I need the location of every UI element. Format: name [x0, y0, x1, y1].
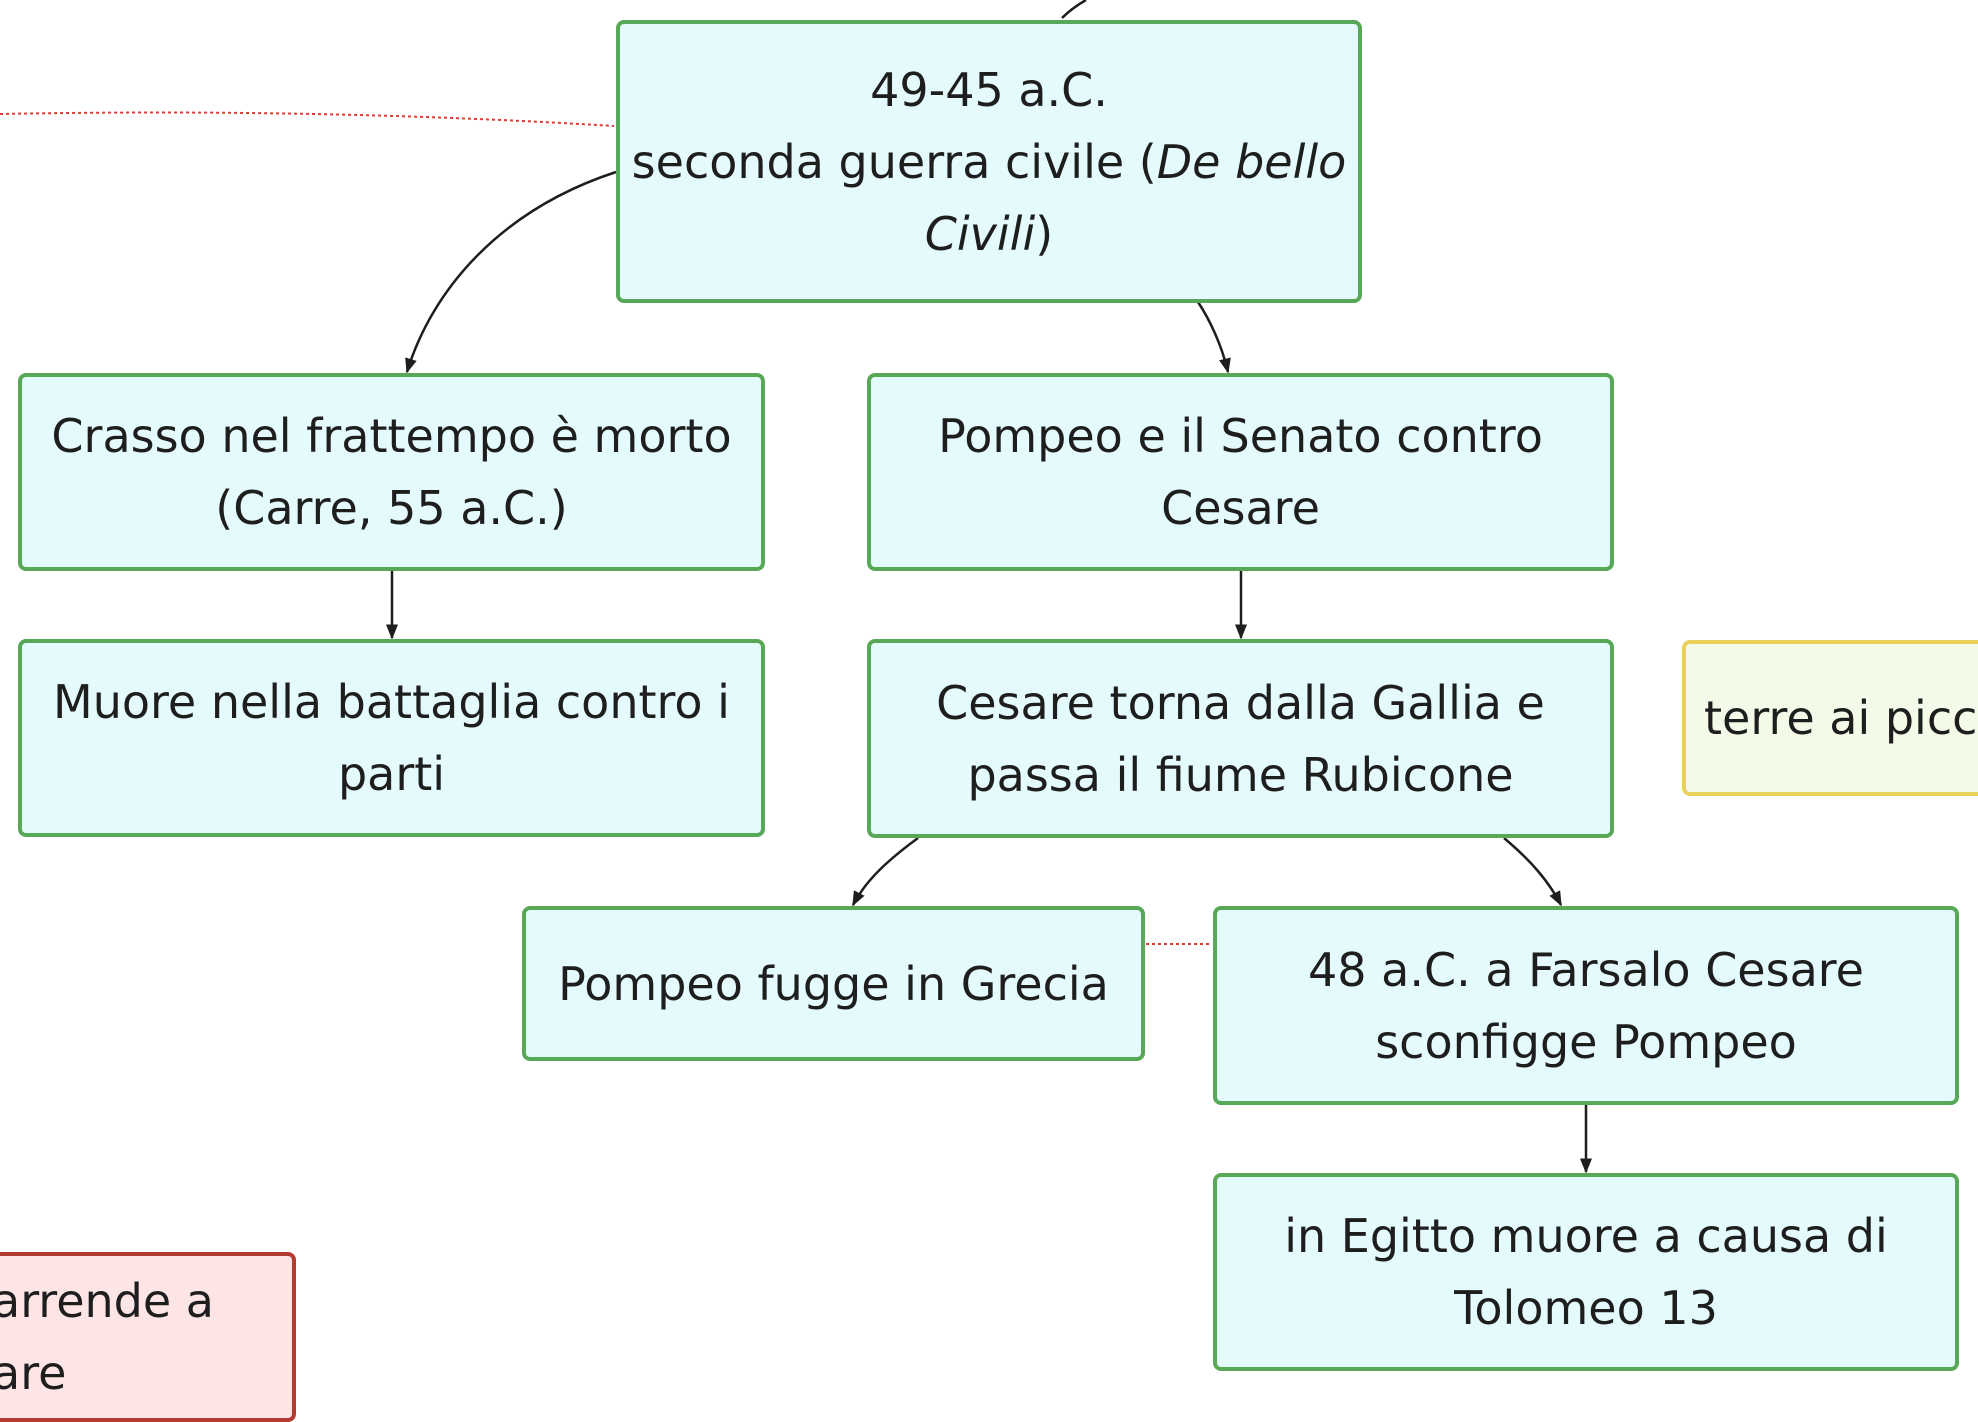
connector-civil-war-to-crassus	[405, 170, 617, 374]
connector-rubicon-to-pharsalus	[1503, 837, 1563, 907]
node-pharsalus-line2: sconfigge Pompeo	[1375, 1014, 1797, 1069]
node-civil-war-date: 49-45 a.C.	[870, 62, 1108, 117]
node-pompey-flees-line1: Pompeo fugge in Grecia	[558, 956, 1109, 1011]
node-civil-war[interactable]: 49-45 a.C. seconda guerra civile (De bel…	[616, 20, 1362, 303]
node-pharsalus-line1: 48 a.C. a Farsalo Cesare	[1308, 942, 1864, 997]
node-crassus[interactable]: Crasso nel frattempo è morto (Carre, 55 …	[18, 373, 765, 571]
node-lands-partial[interactable]: terre ai picc	[1682, 640, 1978, 796]
node-pompey-senate[interactable]: Pompeo e il Senato contro Cesare	[867, 373, 1614, 571]
node-civil-war-work-title: De bello	[1156, 134, 1347, 189]
node-crassus-dies-line1: Muore nella battaglia contro i	[53, 675, 730, 729]
node-civil-war-paren: )	[1035, 206, 1054, 261]
connector-rubicon-to-flees	[851, 836, 919, 907]
node-surrender-partial[interactable]: arrende a are	[0, 1252, 296, 1422]
node-crassus-dies-line2: parti	[337, 747, 446, 801]
connector-layer	[0, 0, 1592, 1174]
node-pompey-senate-line2: Cesare	[1161, 481, 1320, 535]
node-pompey-flees[interactable]: Pompeo fugge in Grecia	[522, 906, 1145, 1061]
node-civil-war-title-text: seconda guerra civile (	[631, 134, 1157, 189]
node-egypt-line2: Tolomeo 13	[1454, 1281, 1718, 1335]
node-lands-partial-line1: terre ai picc	[1704, 691, 1978, 745]
node-surrender-partial-line1: arrende a	[0, 1274, 214, 1328]
node-crassus-line2: (Carre, 55 a.C.)	[215, 481, 568, 535]
node-civil-war-work-title-end: Civili	[924, 206, 1036, 261]
connector-from-above	[1061, 0, 1087, 19]
node-surrender-partial-line2: are	[0, 1346, 67, 1400]
node-rubicon-line2: passa il fiume Rubicone	[967, 747, 1514, 802]
node-pompey-senate-line1: Pompeo e il Senato contro	[938, 409, 1543, 463]
connector-civil-war-to-pompey-senate	[1196, 301, 1231, 374]
node-rubicon[interactable]: Cesare torna dalla Gallia e passa il fiu…	[867, 639, 1614, 838]
node-pharsalus[interactable]: 48 a.C. a Farsalo Cesare sconfigge Pompe…	[1213, 906, 1959, 1105]
node-civil-war-title: seconda guerra civile (De bello	[632, 126, 1347, 198]
node-civil-war-title-end: Civili)	[925, 198, 1053, 270]
node-rubicon-line1: Cesare torna dalla Gallia e	[936, 675, 1545, 730]
node-egypt[interactable]: in Egitto muore a causa di Tolomeo 13	[1213, 1173, 1959, 1371]
node-crassus-dies[interactable]: Muore nella battaglia contro i parti	[18, 639, 765, 837]
dotted-link-left	[0, 111, 615, 127]
node-egypt-line1: in Egitto muore a causa di	[1284, 1209, 1888, 1263]
node-crassus-line1: Crasso nel frattempo è morto	[51, 409, 732, 463]
